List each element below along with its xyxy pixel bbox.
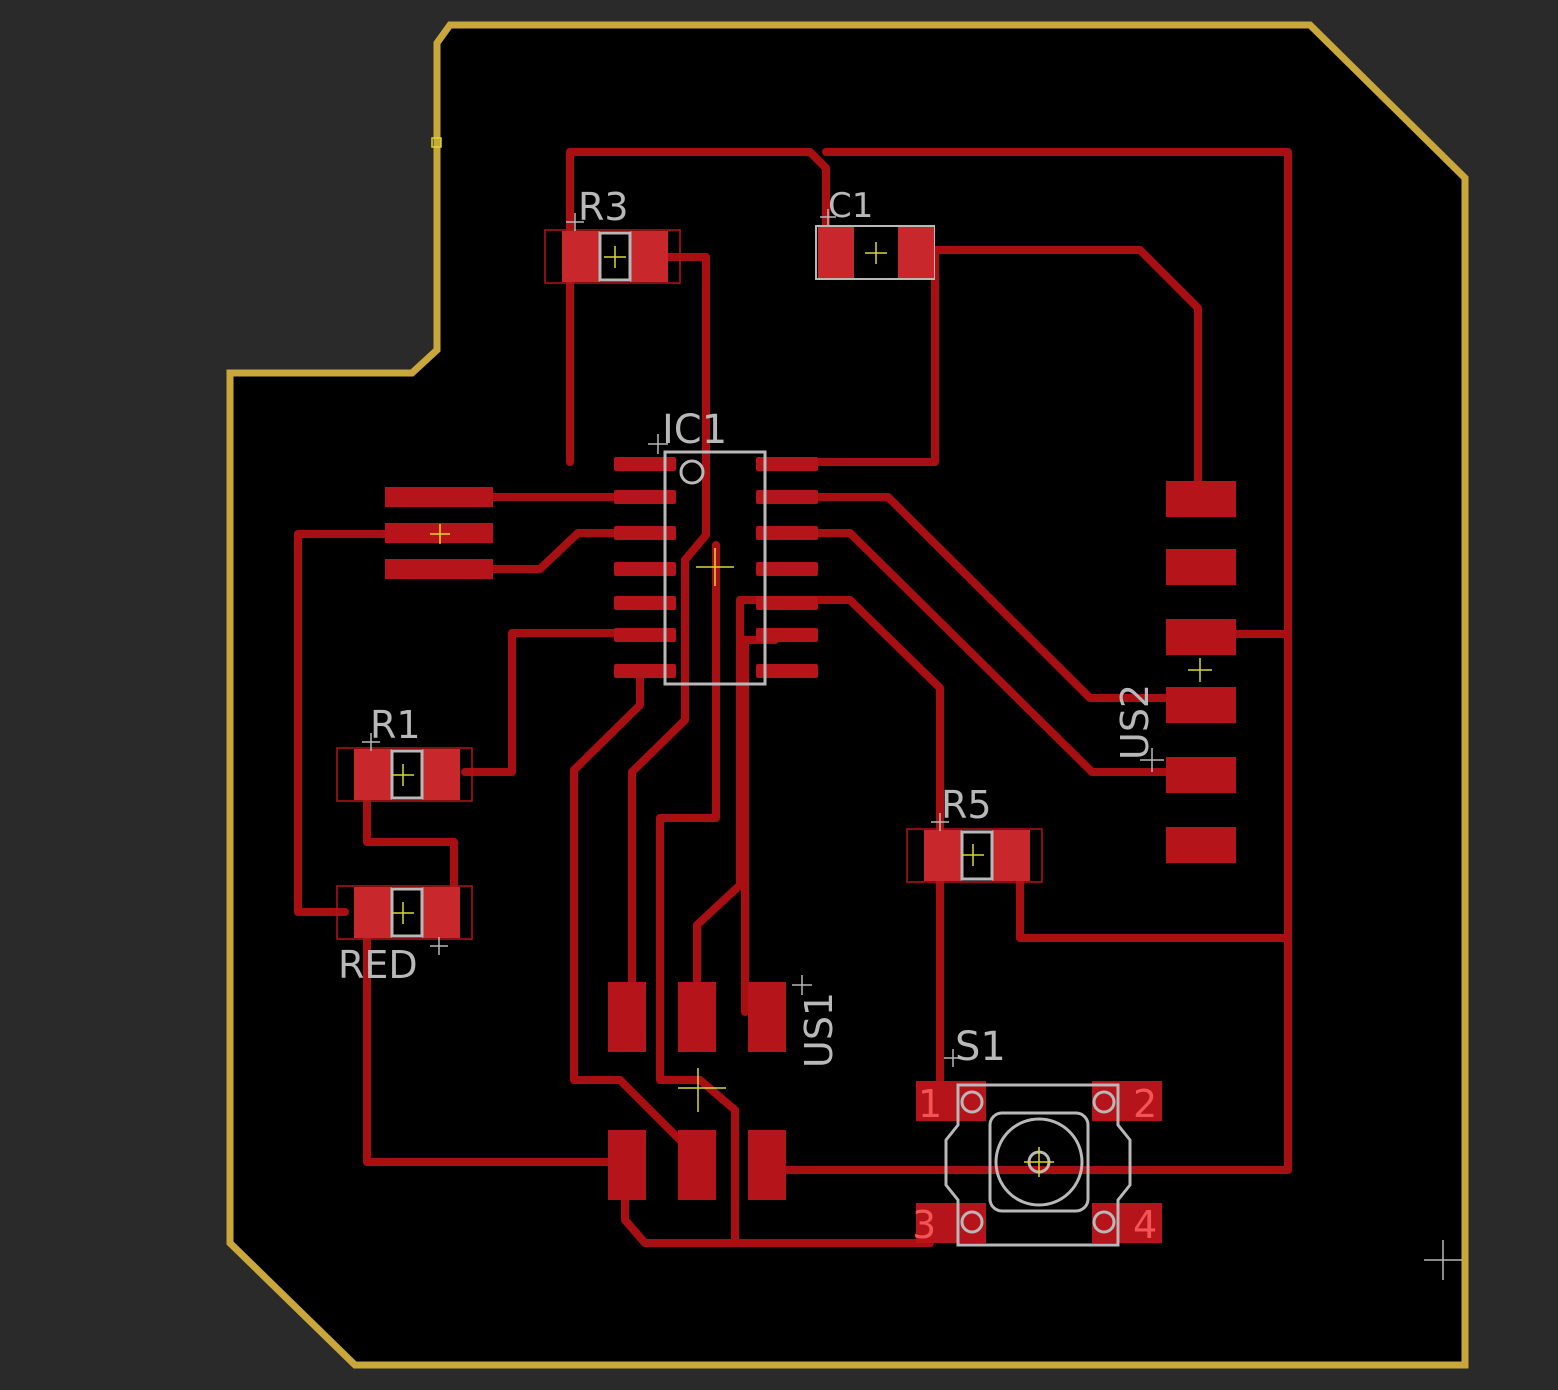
- silk-crosses: [362, 209, 1462, 1280]
- traces: [294, 148, 1292, 1247]
- ic1-body: [663, 450, 767, 686]
- label-s1: S1: [955, 1024, 1006, 1070]
- switch-pin-1: 1: [918, 1082, 942, 1126]
- switch-pin-4: 4: [1133, 1203, 1157, 1247]
- switch-pin-2: 2: [1133, 1082, 1157, 1126]
- label-r1: R1: [370, 703, 421, 747]
- origin-crosses: [392, 242, 1212, 1177]
- label-c1: C1: [828, 186, 873, 226]
- label-us1: US1: [797, 992, 841, 1068]
- label-r3: R3: [578, 185, 629, 229]
- label-ic1: IC1: [662, 407, 727, 453]
- pads: [385, 457, 1236, 1243]
- outline-marker: [431, 137, 442, 148]
- smd-parts: [336, 225, 1043, 940]
- label-r5: R5: [941, 783, 992, 827]
- label-red: RED: [338, 943, 418, 987]
- label-us2: US2: [1113, 684, 1157, 760]
- switch-pin-3: 3: [912, 1203, 936, 1247]
- board-outline: [226, 21, 1469, 1369]
